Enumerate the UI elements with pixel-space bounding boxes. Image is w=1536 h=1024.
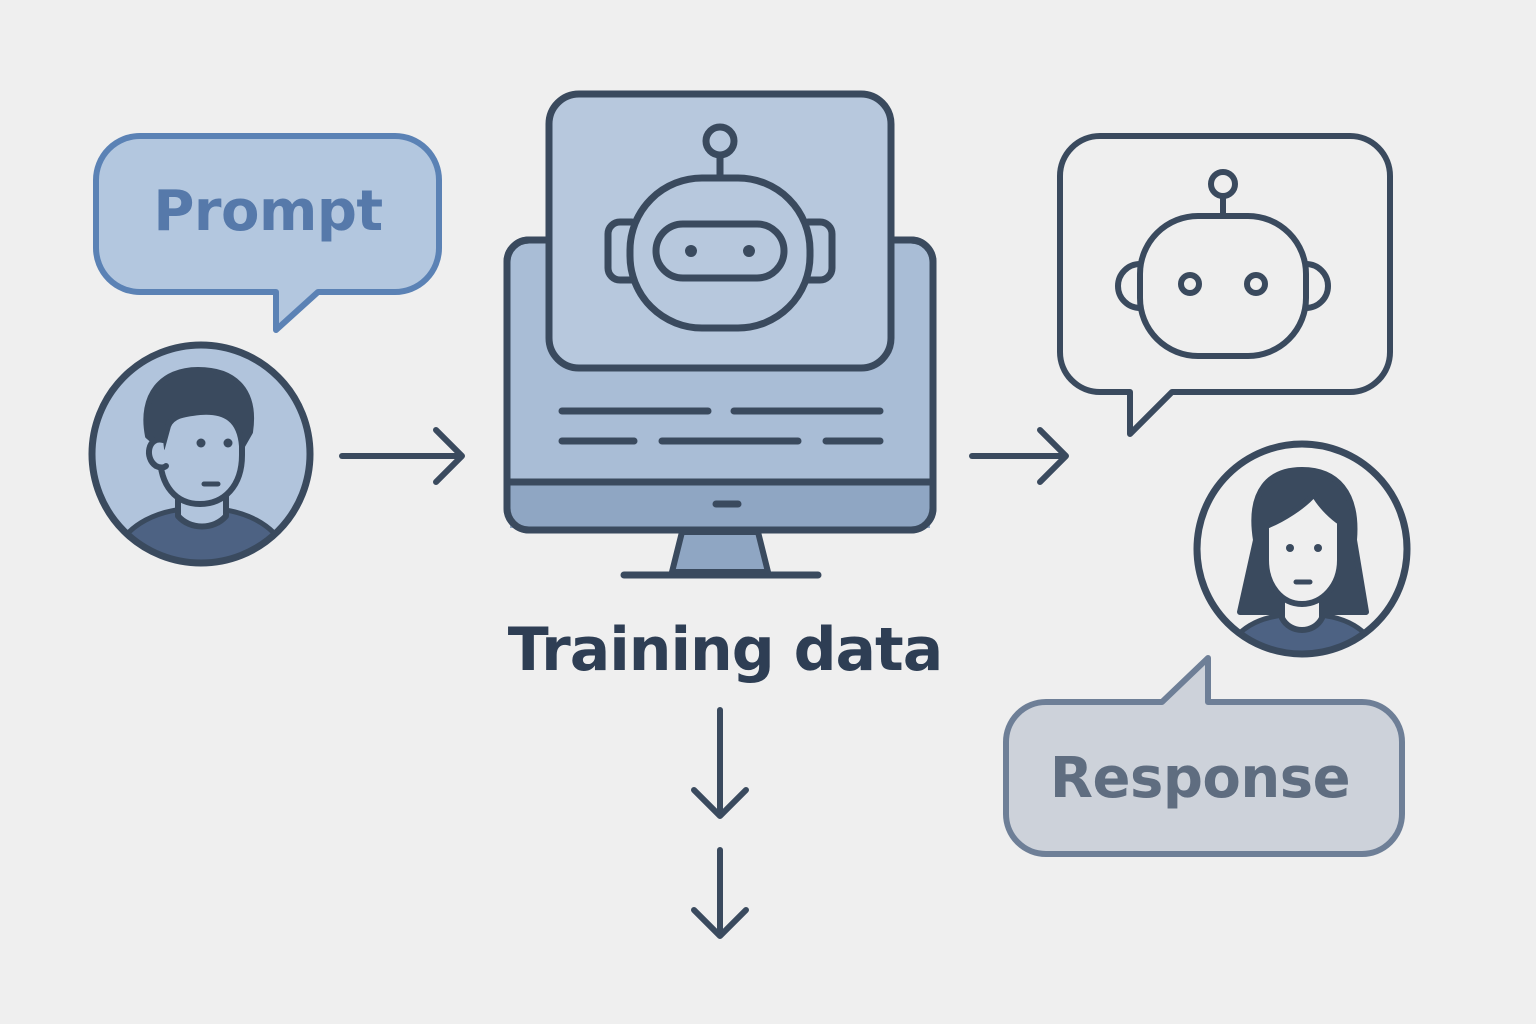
prompt-bubble [93,133,442,333]
prompt-label: Prompt [153,179,383,244]
response-bubble [1003,655,1405,857]
arrow-down-icon [691,847,749,939]
arrow-right-icon [969,427,1069,485]
robot-reply-bubble [1057,133,1393,437]
user-male-icon [88,341,314,567]
training-data-label: Training data [507,615,943,685]
response-label: Response [1049,746,1351,811]
user-female-icon [1193,440,1411,658]
robot-icon [1115,169,1331,359]
robot-icon [604,123,836,332]
arrow-down-icon [691,707,749,819]
arrow-right-icon [339,427,465,485]
